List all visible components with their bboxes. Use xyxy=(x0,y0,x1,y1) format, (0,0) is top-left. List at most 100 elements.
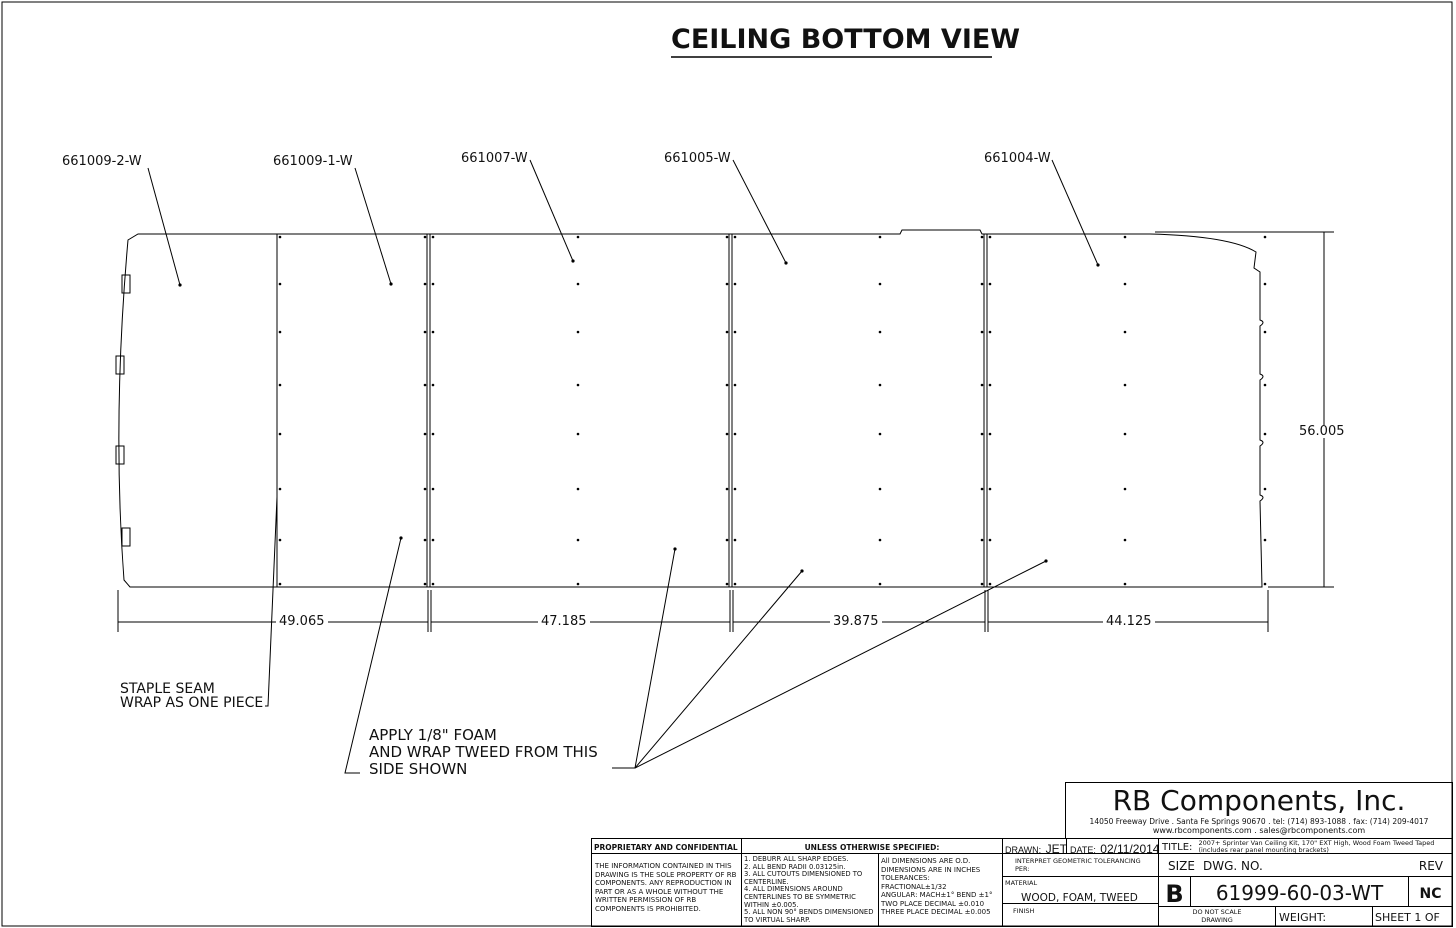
fastener-dot xyxy=(1123,582,1127,586)
part-label: 661005-W xyxy=(664,151,731,166)
fastener-dot xyxy=(980,383,984,387)
fastener-dot xyxy=(988,383,992,387)
fastener-dot xyxy=(725,538,729,542)
tolerances: All DIMENSIONS ARE O.D.DIMENSIONS ARE IN… xyxy=(878,853,1003,927)
fastener-dot xyxy=(980,582,984,586)
part-label: 661004-W xyxy=(984,151,1051,166)
dimension-label: 49.065 xyxy=(276,615,328,628)
fastener-dot xyxy=(725,282,729,286)
fastener-dot xyxy=(278,432,282,436)
fastener-dot xyxy=(576,282,580,286)
part-label: 661009-1-W xyxy=(273,154,353,169)
fastener-dot xyxy=(878,282,882,286)
interpret-cell: INTERPRET GEOMETRIC TOLERANCING PER: xyxy=(1002,853,1159,877)
fastener-dot xyxy=(988,582,992,586)
fastener-dot xyxy=(423,487,427,491)
weight: WEIGHT: xyxy=(1275,906,1373,927)
fastener-dot xyxy=(1123,432,1127,436)
fastener-dot xyxy=(431,330,435,334)
fastener-dot xyxy=(423,330,427,334)
panel-outline xyxy=(118,229,1264,588)
fastener-dot xyxy=(980,282,984,286)
fastener-dot xyxy=(988,432,992,436)
panel-seams xyxy=(276,234,988,587)
size-value: B xyxy=(1158,876,1191,907)
dimension-label: 47.185 xyxy=(538,615,590,628)
date-value: 02/11/2014 xyxy=(1100,842,1160,856)
company-web: www.rbcomponents.com . sales@rbcomponent… xyxy=(1152,826,1366,835)
fastener-dot xyxy=(576,538,580,542)
fastener-dot xyxy=(278,538,282,542)
proprietary-header: PROPRIETARY AND CONFIDENTIAL xyxy=(591,838,742,854)
fastener-dot xyxy=(878,383,882,387)
fastener-dot xyxy=(278,235,282,239)
company-address: 14050 Freeway Drive . Santa Fe Springs 9… xyxy=(1089,817,1429,826)
general-notes: 1. DEBURR ALL SHARP EDGES.2. ALL BEND RA… xyxy=(741,853,879,927)
fastener-dot xyxy=(278,383,282,387)
fastener-dot xyxy=(576,582,580,586)
fastener-dot xyxy=(988,282,992,286)
fastener-dot xyxy=(733,330,737,334)
revision: NC xyxy=(1408,876,1453,907)
fastener-dot xyxy=(431,383,435,387)
fastener-dot xyxy=(576,330,580,334)
fastener-dot xyxy=(878,330,882,334)
fastener-dot xyxy=(431,538,435,542)
fastener-dot xyxy=(431,235,435,239)
fastener-dot xyxy=(1263,330,1267,334)
fastener-dot xyxy=(278,330,282,334)
fastener-dot xyxy=(878,487,882,491)
fastener-dot xyxy=(733,282,737,286)
fastener-dot xyxy=(278,282,282,286)
fastener-dot xyxy=(1123,383,1127,387)
drawing-number: 61999-60-03-WT xyxy=(1190,876,1409,907)
fastener-dot xyxy=(576,235,580,239)
company-name: RB Components, Inc. xyxy=(1112,784,1406,817)
fastener-dot xyxy=(423,383,427,387)
drawn-by: JET xyxy=(1045,842,1067,856)
fastener-dot xyxy=(725,432,729,436)
fastener-dot xyxy=(733,582,737,586)
part-label: 661007-W xyxy=(461,151,528,166)
do-not-scale: DO NOT SCALE DRAWING xyxy=(1158,906,1276,927)
fastener-dot xyxy=(988,235,992,239)
drawn-label: DRAWN: xyxy=(1005,845,1042,855)
dimension-label-height: 56.005 xyxy=(1296,425,1348,438)
fastener-dot xyxy=(725,582,729,586)
fastener-dot xyxy=(1263,383,1267,387)
fastener-dot xyxy=(576,383,580,387)
fastener-dot xyxy=(423,432,427,436)
fastener-dot xyxy=(1263,582,1267,586)
fastener-dot xyxy=(725,487,729,491)
fastener-dot xyxy=(980,330,984,334)
fastener-dot xyxy=(423,282,427,286)
fastener-dot xyxy=(423,235,427,239)
fastener-dot xyxy=(1263,235,1267,239)
fastener-dot xyxy=(1123,282,1127,286)
fastener-dot xyxy=(431,432,435,436)
fastener-dot xyxy=(725,330,729,334)
sheet-number: SHEET 1 OF 1 xyxy=(1372,906,1453,927)
fastener-dot xyxy=(980,235,984,239)
fastener-dot xyxy=(423,582,427,586)
fastener-dot xyxy=(733,432,737,436)
fastener-dot xyxy=(988,538,992,542)
fastener-dot xyxy=(431,582,435,586)
fastener-dot xyxy=(423,538,427,542)
fastener-dot xyxy=(1123,538,1127,542)
fastener-dot xyxy=(1263,487,1267,491)
fastener-dot xyxy=(980,538,984,542)
fastener-dot xyxy=(988,487,992,491)
fastener-dot xyxy=(1263,432,1267,436)
fastener-dot xyxy=(1123,487,1127,491)
fastener-dots xyxy=(178,235,1267,586)
date-cell: DATE: 02/11/2014 xyxy=(1066,838,1160,856)
fastener-dot xyxy=(733,235,737,239)
fastener-dot xyxy=(980,432,984,436)
fastener-dot xyxy=(733,383,737,387)
